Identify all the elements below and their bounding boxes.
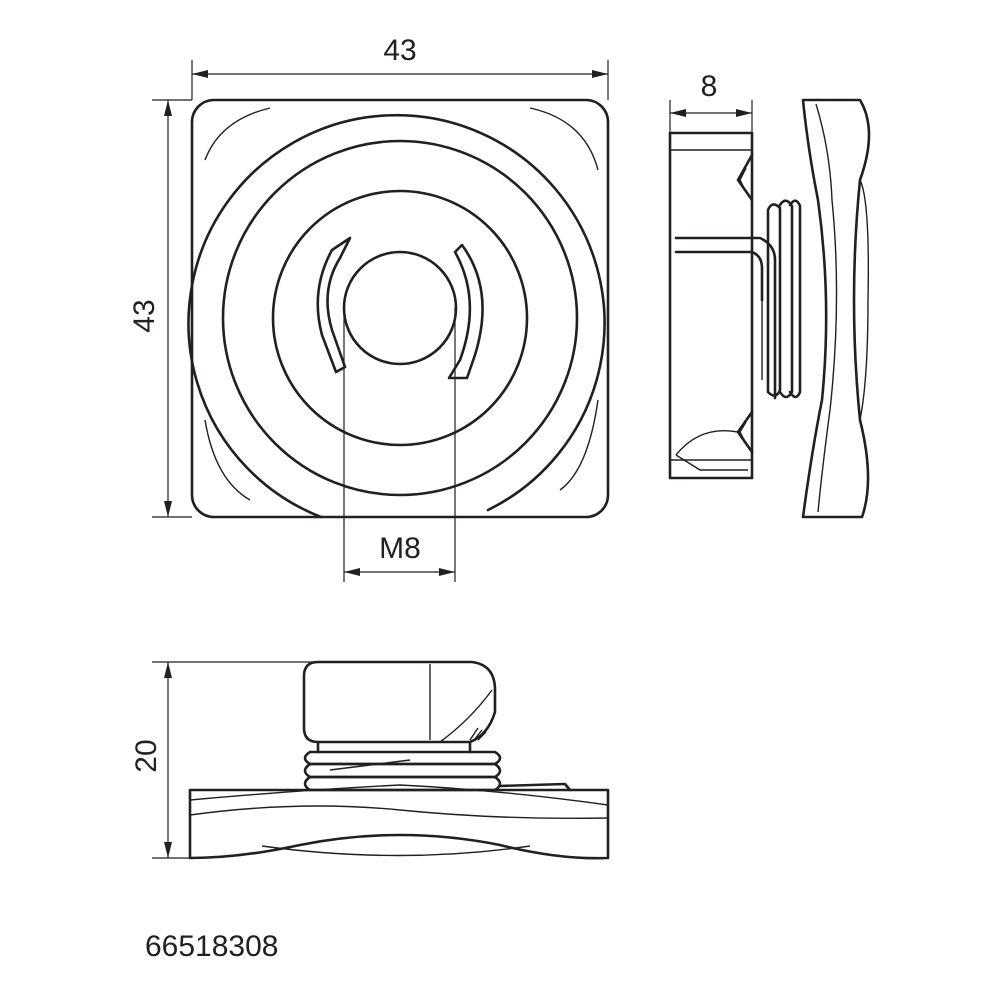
rotation-arrow-left-icon — [316, 236, 352, 374]
front-width-dimension: 43 — [191, 34, 609, 100]
bottom-nut-head — [302, 660, 497, 744]
front-outer-ring-corner-arc-2 — [529, 107, 599, 171]
side-spring — [766, 203, 782, 397]
front-width-label: 43 — [383, 34, 416, 67]
thread-dimension: M8 — [344, 532, 455, 576]
front-outer-ring — [187, 113, 606, 519]
rotation-arrow-right-icon — [447, 243, 484, 380]
bottom-view — [188, 660, 610, 860]
bottom-height-label: 20 — [130, 739, 163, 772]
front-outer-ring-corner-arc-1 — [204, 107, 271, 161]
side-top-notch — [736, 153, 754, 202]
side-view — [668, 98, 871, 519]
front-view — [187, 98, 610, 582]
side-thickness-dimension: 8 — [669, 70, 753, 133]
front-thread-hole — [342, 250, 458, 366]
front-height-label: 43 — [128, 299, 161, 332]
side-plate — [801, 98, 871, 519]
front-outer-ring-corner-arc-3 — [559, 399, 599, 491]
thread-label: M8 — [379, 532, 421, 565]
front-inner-ring — [271, 189, 529, 447]
front-middle-ring — [221, 139, 579, 497]
front-height-dimension: 43 — [128, 99, 192, 518]
bottom-spring — [303, 750, 502, 766]
side-nut-block — [668, 131, 754, 480]
bottom-height-dimension: 20 — [130, 661, 318, 859]
side-thickness-label: 8 — [701, 70, 718, 103]
side-shaft — [674, 236, 777, 400]
bottom-plate — [188, 788, 610, 860]
part-number: 66518308 — [145, 930, 279, 963]
front-outer-ring-corner-arc-4 — [204, 419, 251, 501]
front-square-outline — [190, 98, 610, 519]
